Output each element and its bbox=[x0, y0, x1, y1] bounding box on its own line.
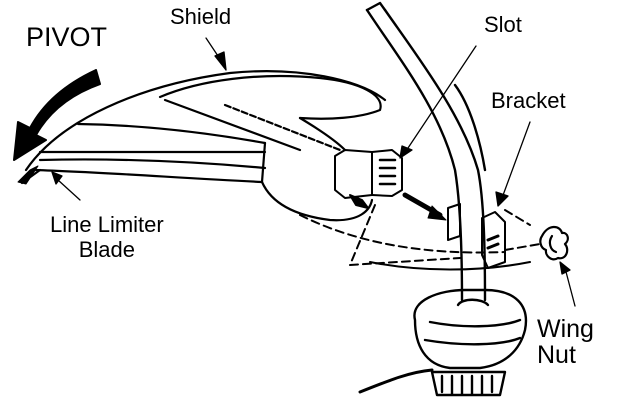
assembly-arrow-icon bbox=[402, 192, 447, 221]
alignment-ellipse bbox=[369, 261, 531, 271]
bracket bbox=[447, 203, 506, 269]
bracket-leader-arrow-icon bbox=[501, 121, 531, 199]
wing-nut bbox=[539, 225, 569, 261]
label-wing-nut-line2: Nut bbox=[537, 341, 576, 370]
label-slot: Slot bbox=[484, 12, 522, 37]
alignment-guides bbox=[299, 204, 541, 266]
label-shield: Shield bbox=[170, 4, 232, 29]
label-wing-nut: Wing Nut bbox=[537, 316, 594, 369]
line-limiter-blade bbox=[17, 165, 39, 185]
label-line-limiter-blade-line2: Blade bbox=[78, 237, 135, 263]
label-pivot: PIVOT bbox=[26, 22, 108, 52]
label-bracket: Bracket bbox=[491, 88, 566, 113]
pivot-arrow-icon bbox=[13, 69, 101, 161]
slot-leader-arrow-icon bbox=[407, 45, 477, 149]
wing-nut-leader-arrow-icon bbox=[564, 267, 576, 307]
leader-arrows bbox=[51, 37, 576, 307]
slot-mount bbox=[334, 149, 403, 209]
trimmer-head bbox=[358, 288, 528, 397]
label-line-limiter-blade-line1: Line Limiter bbox=[50, 212, 164, 237]
label-wing-nut-line1: Wing bbox=[537, 315, 594, 343]
shield-body bbox=[20, 70, 387, 222]
line-limiter-leader-arrow-icon bbox=[57, 179, 81, 201]
trimmer-shaft bbox=[365, 1, 487, 302]
label-line-limiter-blade: Line Limiter Blade bbox=[50, 212, 164, 263]
